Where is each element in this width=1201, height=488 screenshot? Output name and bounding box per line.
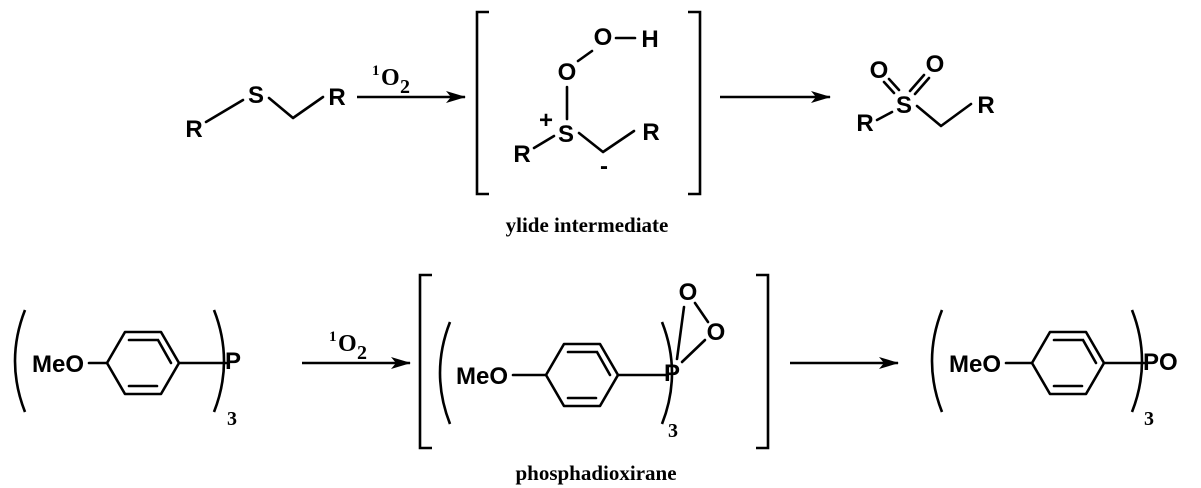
parenthesis-left bbox=[438, 321, 452, 425]
benzene-ring bbox=[1030, 330, 1106, 396]
charge-minus: - bbox=[600, 153, 608, 180]
parenthesis-right bbox=[660, 321, 674, 425]
atom-r-right: R bbox=[977, 92, 994, 119]
ylide-intermediate: O O H S + R R - bbox=[475, 10, 702, 196]
parenthesis-left bbox=[930, 309, 944, 413]
bond-s-ch2 bbox=[267, 95, 325, 120]
reagent-singlet-oxygen: 1 O 2 bbox=[372, 63, 410, 98]
triarylphosphine: MeO P 3 bbox=[13, 309, 241, 430]
bracket-left bbox=[418, 273, 432, 450]
bracket-left bbox=[475, 10, 489, 196]
bond-p-o-top bbox=[675, 305, 686, 361]
atom-phosphorus: P bbox=[225, 348, 241, 375]
count-subscript: 3 bbox=[227, 408, 237, 430]
methoxy-group: MeO bbox=[949, 351, 1001, 378]
reagent-singlet-oxygen: 1 O 2 bbox=[329, 329, 367, 364]
methoxy-group: MeO bbox=[456, 363, 508, 390]
atom-sulfur: S bbox=[896, 92, 912, 119]
atom-r-2: R bbox=[642, 119, 659, 146]
atom-sulfur: S bbox=[248, 82, 264, 109]
phosphadioxirane-intermediate: MeO P 3 O O bbox=[418, 273, 770, 450]
benzene-ring bbox=[105, 330, 181, 396]
benzene-ring bbox=[544, 342, 620, 408]
double-bond-s-o-left bbox=[882, 77, 901, 95]
atom-oxygen-2: O bbox=[594, 24, 613, 51]
atom-oxygen-left: O bbox=[870, 57, 889, 84]
atom-phosphorus: P bbox=[664, 360, 680, 387]
parenthesis-left bbox=[13, 309, 27, 413]
reagent-subscript: 2 bbox=[400, 76, 410, 98]
bracket-right bbox=[688, 10, 702, 196]
dialkyl-sulfide: R S R bbox=[185, 82, 345, 143]
triarylphosphine-oxide: MeO PO 3 bbox=[930, 309, 1178, 430]
parenthesis-right bbox=[1130, 309, 1144, 413]
parenthesis-right bbox=[212, 309, 226, 413]
phosphoryl-group: PO bbox=[1143, 349, 1178, 376]
reaction-phosphine-oxidation: MeO P 3 1 O 2 MeO bbox=[13, 273, 1178, 485]
atom-r-left: R bbox=[185, 116, 202, 143]
sulfone-product: O O S R R bbox=[856, 51, 994, 137]
bracket-right bbox=[756, 273, 770, 450]
atom-sulfur-cation: S bbox=[558, 121, 574, 148]
atom-oxygen-top: O bbox=[679, 279, 698, 306]
bond-r-s bbox=[204, 98, 245, 124]
bond-r-s-cation bbox=[532, 134, 556, 150]
reagent-superscript: 1 bbox=[372, 63, 380, 79]
reagent-superscript: 1 bbox=[329, 329, 337, 345]
bond-p-o-right bbox=[680, 338, 707, 364]
count-subscript: 3 bbox=[668, 420, 678, 442]
bond-s-ch2 bbox=[915, 102, 973, 128]
atom-oxygen-right: O bbox=[926, 51, 945, 78]
atom-oxygen-1: O bbox=[558, 59, 577, 86]
bond-o-o bbox=[576, 49, 594, 63]
double-bond-s-o-right bbox=[908, 73, 931, 96]
methoxy-group: MeO bbox=[32, 351, 84, 378]
reaction-sulfide-oxidation: R S R 1 O 2 O O H S + R R - bbox=[185, 10, 995, 237]
charge-plus: + bbox=[539, 107, 553, 134]
reagent-oxygen: O bbox=[338, 331, 357, 357]
atom-r-left: R bbox=[856, 110, 873, 137]
caption-ylide-intermediate: ylide intermediate bbox=[506, 213, 669, 237]
atom-r-1: R bbox=[513, 141, 530, 168]
atom-hydrogen: H bbox=[641, 26, 658, 53]
atom-oxygen-right: O bbox=[707, 319, 726, 346]
bond-r-s bbox=[875, 110, 894, 122]
caption-phosphadioxirane: phosphadioxirane bbox=[515, 461, 676, 485]
count-subscript: 3 bbox=[1144, 408, 1154, 430]
reagent-subscript: 2 bbox=[357, 342, 367, 364]
bond-s-carbanion bbox=[577, 129, 636, 154]
bond-o-o bbox=[693, 301, 710, 324]
reagent-oxygen: O bbox=[381, 65, 400, 91]
atom-r-right: R bbox=[328, 84, 345, 111]
